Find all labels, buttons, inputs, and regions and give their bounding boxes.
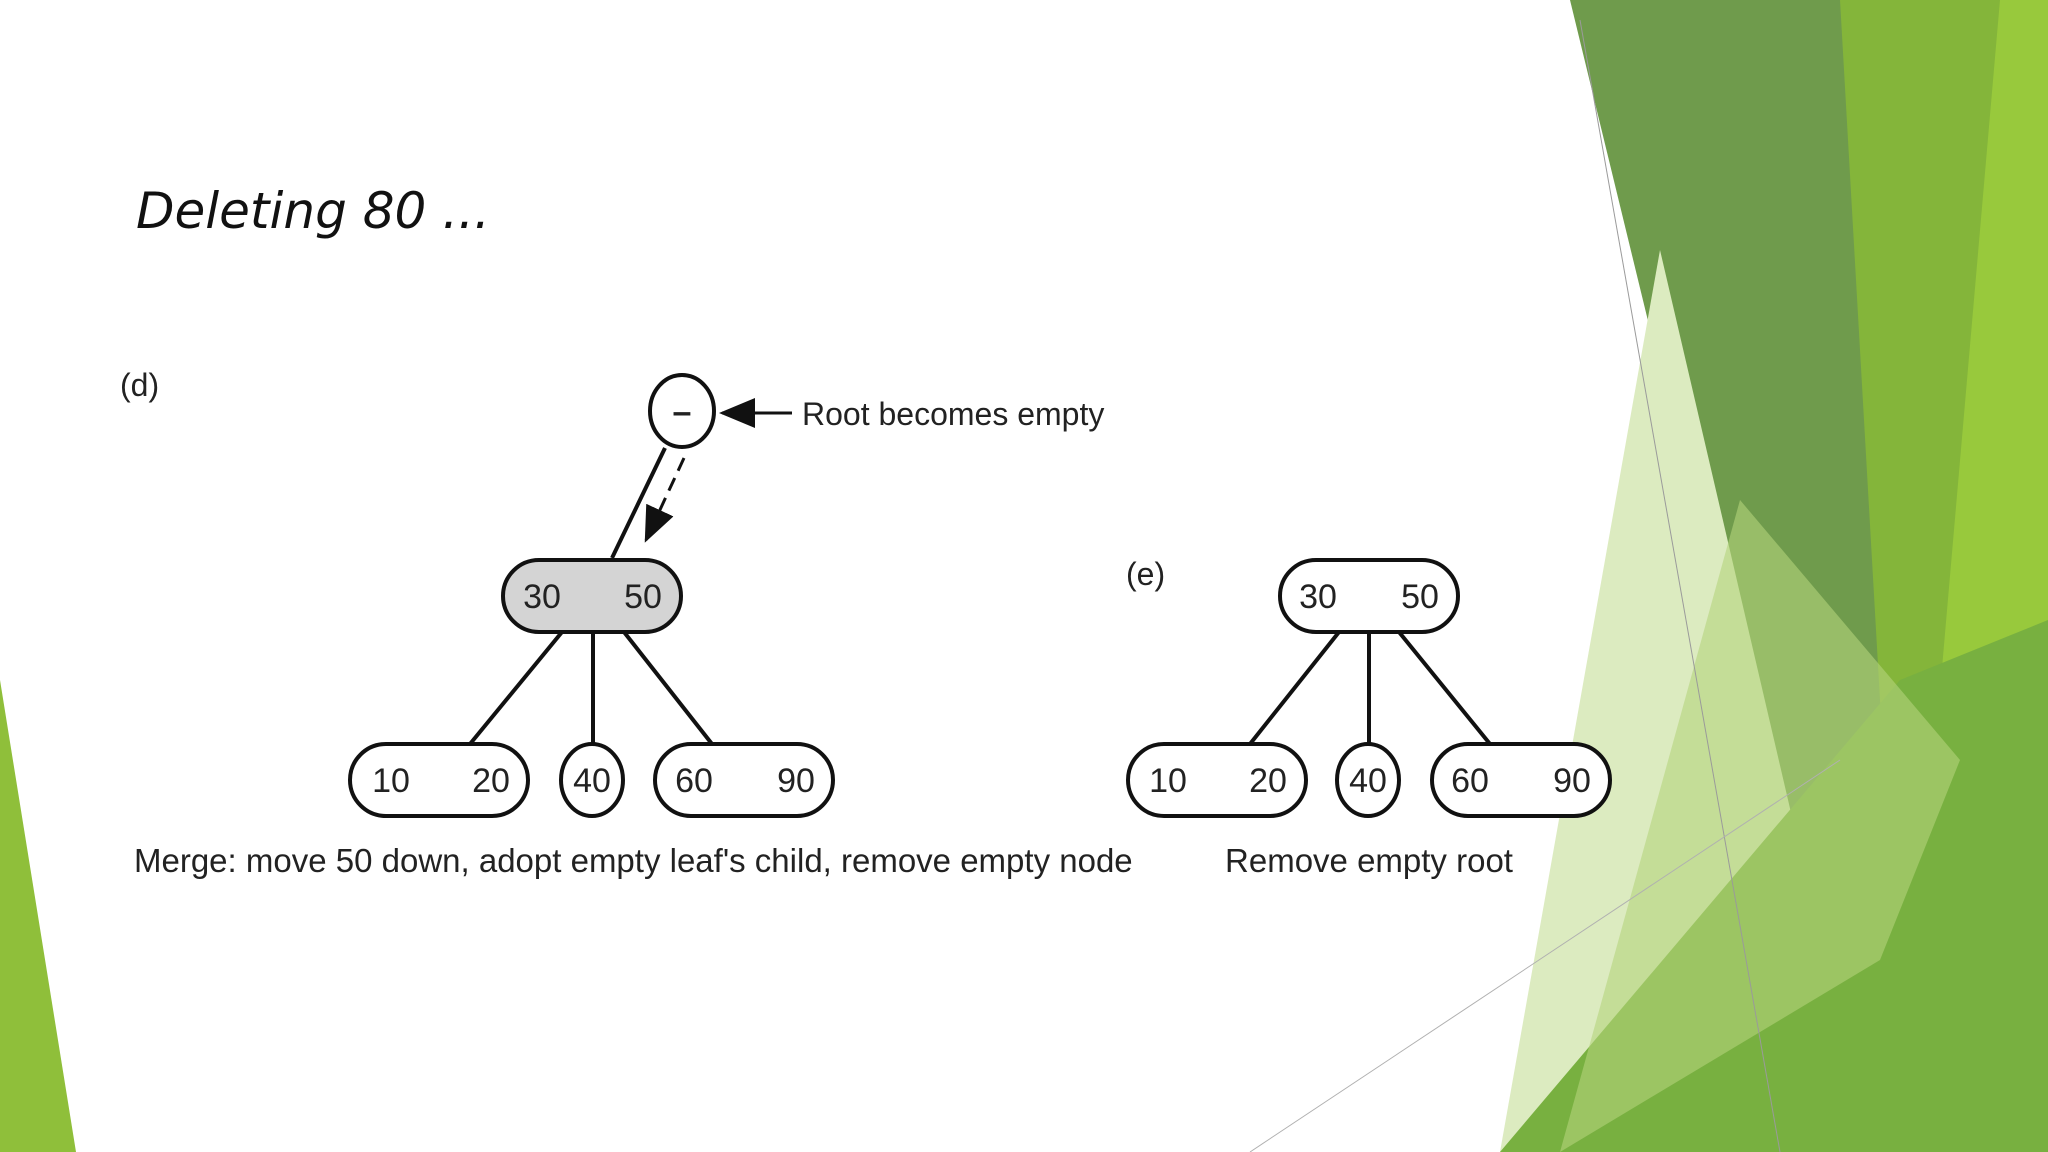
edge-root-to-leaf-1 bbox=[1248, 630, 1341, 746]
edge-root-to-middle bbox=[610, 447, 667, 559]
thin-line-1 bbox=[1579, 19, 1781, 1152]
leaf-1-left-key: 10 bbox=[1149, 762, 1187, 800]
leaf-node-40: 40 bbox=[1335, 742, 1401, 818]
middle-node-30-50: 30 50 bbox=[501, 558, 683, 634]
empty-root-node: – bbox=[648, 373, 716, 449]
root-node-30-50: 30 50 bbox=[1278, 558, 1460, 634]
leaf-1-right-key: 20 bbox=[1249, 762, 1287, 800]
empty-root-symbol: – bbox=[673, 393, 692, 431]
edge-middle-to-leaf-3 bbox=[622, 630, 714, 746]
leaf-3-right-key: 90 bbox=[1553, 762, 1591, 800]
leaf-node-60-90: 60 90 bbox=[1430, 742, 1612, 818]
leaf-3-right-key: 90 bbox=[777, 762, 815, 800]
leaf-1-right-key: 20 bbox=[472, 762, 510, 800]
leaf-3-left-key: 60 bbox=[675, 762, 713, 800]
panel-d-caption: Merge: move 50 down, adopt empty leaf's … bbox=[134, 842, 1133, 879]
leaf-1-left-key: 10 bbox=[372, 762, 410, 800]
root-right-key: 50 bbox=[1401, 578, 1439, 616]
panel-e-caption: Remove empty root bbox=[1225, 842, 1513, 879]
thin-line-2 bbox=[1249, 759, 1841, 1152]
leaf-3-left-key: 60 bbox=[1451, 762, 1489, 800]
leaf-node-60-90: 60 90 bbox=[653, 742, 835, 818]
panel-e: (e) 30 50 10 20 40 60 90 bbox=[1126, 556, 1612, 879]
left-green-sliver bbox=[0, 680, 76, 1152]
root-left-key: 30 bbox=[1299, 578, 1337, 616]
panel-d: (d) – Root becomes empty 30 50 bbox=[120, 367, 1133, 879]
middle-node-right-key: 50 bbox=[624, 578, 662, 616]
leaf-2-key: 40 bbox=[1349, 762, 1387, 800]
middle-node-left-key: 30 bbox=[523, 578, 561, 616]
edge-root-to-leaf-3 bbox=[1397, 630, 1492, 746]
panel-e-label: (e) bbox=[1126, 556, 1165, 592]
leaf-node-10-20: 10 20 bbox=[1126, 742, 1308, 818]
slide-title: Deleting 80 ... bbox=[136, 182, 490, 240]
leaf-node-10-20: 10 20 bbox=[348, 742, 530, 818]
root-annotation-text: Root becomes empty bbox=[802, 396, 1104, 432]
dashed-arrow-down bbox=[644, 457, 686, 543]
panel-d-label: (d) bbox=[120, 367, 159, 403]
right-pale-overlay-shape bbox=[1560, 500, 1960, 1152]
leaf-2-key: 40 bbox=[573, 762, 611, 800]
leaf-node-40: 40 bbox=[559, 742, 625, 818]
edge-middle-to-leaf-1 bbox=[468, 630, 564, 746]
